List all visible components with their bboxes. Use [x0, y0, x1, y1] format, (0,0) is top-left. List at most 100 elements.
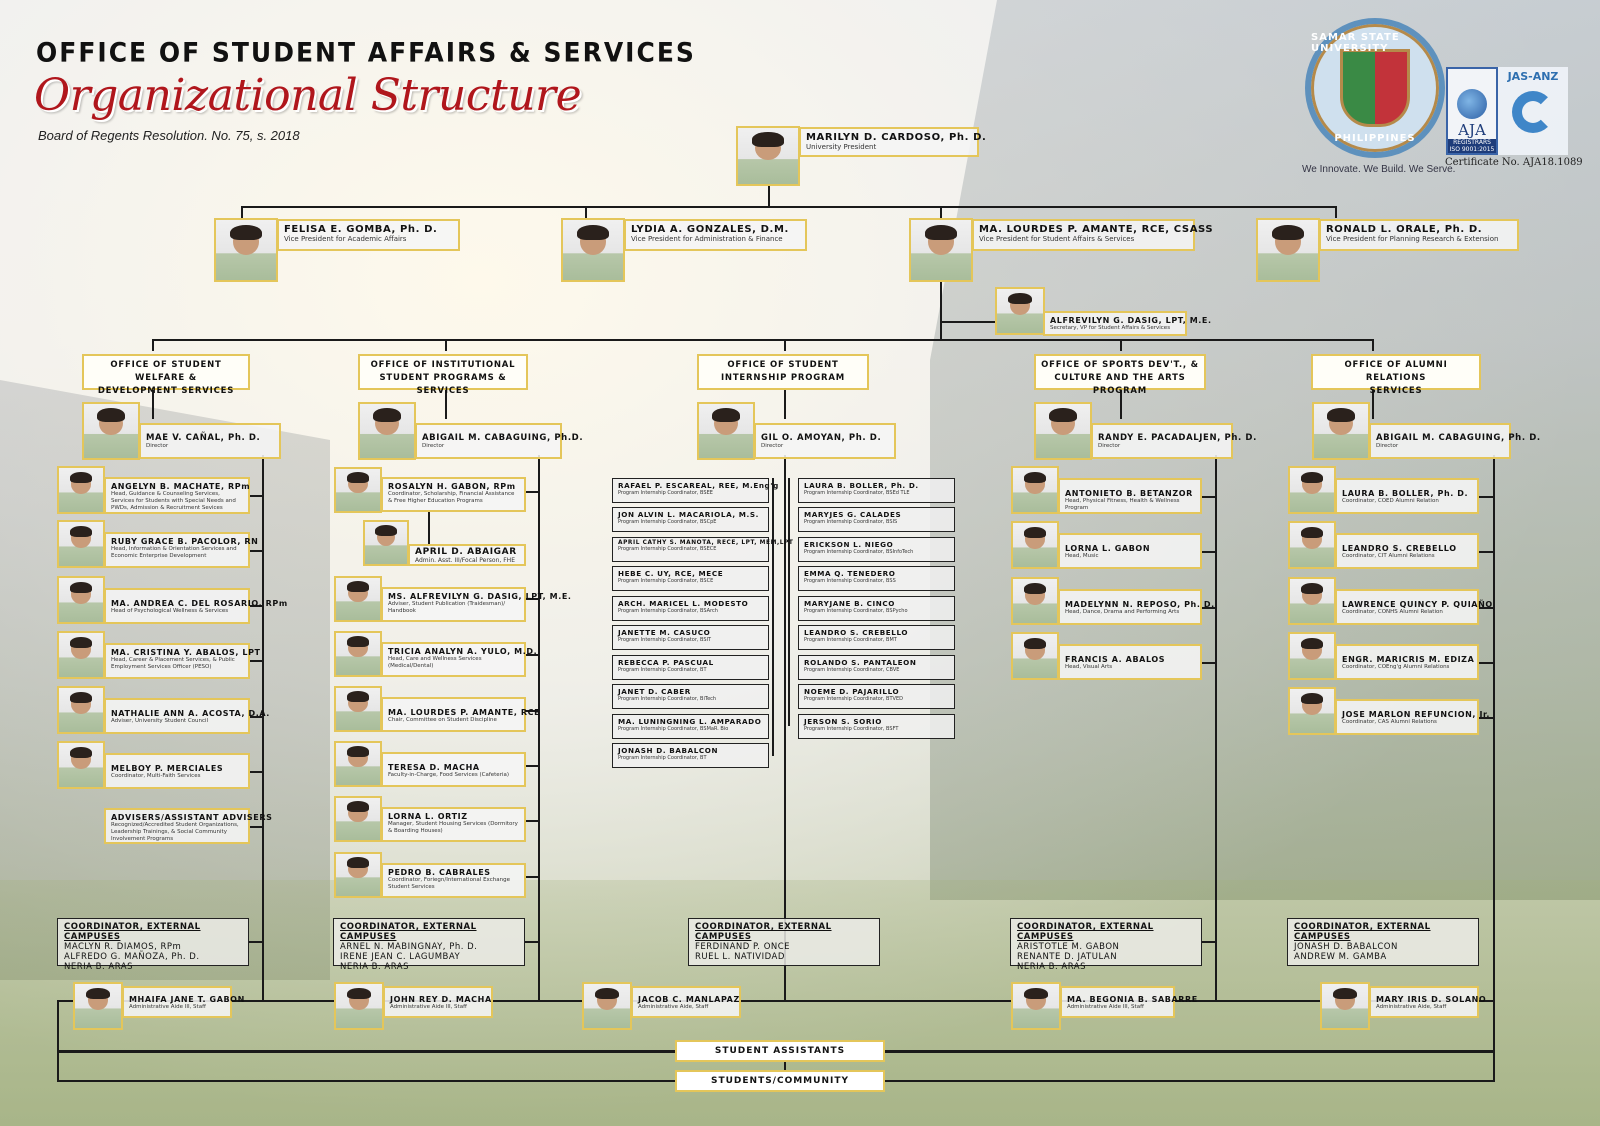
university-slogan: We Innovate. We Build. We Serve. [1302, 164, 1456, 175]
staff-name: TERESA D. MACHA [388, 763, 480, 772]
staff-role: Adviser, University Student Council [111, 718, 209, 724]
coordinator-name: MARYJANE B. CINCO [804, 599, 895, 608]
coordinator-role: Program Internship Coordinator, BSArch [618, 608, 718, 614]
coordinator-role: Program Internship Coordinator, BSIT [618, 637, 712, 643]
staff-role: Coordinator, CAS Alumni Relations [1342, 719, 1437, 725]
office-sports-culture-arts: OFFICE OF SPORTS DEV'T., & CULTURE AND T… [1034, 354, 1206, 396]
certificate-number: Certificate No. AJA18.1089 [1445, 157, 1583, 168]
aja-sub-label: REGISTRARS [1448, 139, 1496, 146]
external-campus-name: ARISTOTLE M. GABON [1017, 942, 1120, 952]
staff-name-box: JOSE MARLON REFUNCION, Jr. Coordinator, … [1335, 699, 1489, 735]
staff-role: Coordinator, COED Alumni Relation [1342, 498, 1439, 504]
external-campus-box: COORDINATOR, EXTERNAL CAMPUSES MACLYN R.… [57, 918, 249, 972]
external-campus-name: IRENE JEAN C. LAGUMBAY [340, 952, 461, 962]
staff-role: Head, Physical Fitness, Health & Wellnes… [1065, 498, 1180, 511]
office-title-line: OFFICE OF INSTITUTIONAL [370, 360, 516, 370]
staff-role: Faculty-in-Charge, Food Services (Cafete… [388, 772, 509, 778]
office-title-line: SERVICES [1369, 386, 1423, 396]
director-role: Director [761, 443, 784, 449]
aide-name: MARY IRIS D. SOLANO [1376, 995, 1487, 1004]
director-photo [697, 402, 755, 460]
director-role: Director [1376, 443, 1399, 449]
vp-name-box: RONALD L. ORALE, Ph. D. Vice President f… [1319, 219, 1519, 251]
external-campus-name: ALFREDO G. MAÑOZA, Ph. D. [64, 952, 200, 962]
vp-role: Vice President for Administration & Fina… [631, 235, 783, 243]
staff-role: Head, Music [1065, 553, 1099, 559]
staff-name-box: MS. ALFREVILYN G. DASIG, LPT, M.E. Advis… [381, 587, 571, 622]
staff-name-box: ROSALYN H. GABON, RPm Coordinator, Schol… [381, 477, 526, 512]
office-title-line: OFFICE OF STUDENT WELFARE & [110, 360, 222, 383]
staff-name: LORNA L. GABON [1065, 544, 1151, 553]
staff-name-box: MA. LOURDES P. AMANTE, RCE Chair, Commit… [381, 697, 540, 732]
external-campus-title: COORDINATOR, EXTERNAL CAMPUSES [64, 922, 201, 942]
external-campus-box: COORDINATOR, EXTERNAL CAMPUSES ARNEL N. … [333, 918, 525, 972]
staff-name: LEANDRO S. CREBELLO [1342, 544, 1457, 553]
vp-role: Vice President for Student Affairs & Ser… [979, 235, 1135, 243]
vp-name: MA. LOURDES P. AMANTE, RCE, CSASS [979, 224, 1214, 235]
vp-name-box: MA. LOURDES P. AMANTE, RCE, CSASS Vice P… [972, 219, 1214, 251]
staff-photo [334, 796, 382, 842]
vp-name: LYDIA A. GONZALES, D.M. [631, 224, 789, 235]
external-campus-name: RENANTE D. JATULAN [1017, 952, 1118, 962]
staff-name-box: LEANDRO S. CREBELLO Coordinator, CIT Alu… [1335, 533, 1479, 569]
staff-name-box: ANGELYN B. MACHATE, RPm Head, Guidance &… [104, 477, 250, 514]
coordinator-name: JERSON S. SORIO [804, 717, 882, 726]
staff-name: LAURA B. BOLLER, Ph. D. [1342, 489, 1469, 498]
globe-icon [1457, 89, 1487, 119]
staff-role: Coordinator, Scholarship, Financial Assi… [388, 491, 515, 504]
jas-anz-logo: JAS-ANZ [1498, 67, 1568, 155]
staff-role: Coordinator, CONHS Alumni Relation [1342, 609, 1443, 615]
staff-photo [334, 741, 382, 787]
staff-photo [57, 520, 105, 568]
coordinator-role: Program Internship Coordinator, CBVE [804, 667, 900, 673]
director-name: ABIGAIL M. CABAGUING, Ph.D. [422, 433, 584, 443]
coordinator-name: LEANDRO S. CREBELLO [804, 628, 909, 637]
coordinator-name: RAFAEL P. ESCAREAL, REE, M.Eng'g [618, 481, 779, 490]
staff-name: NATHALIE ANN A. ACOSTA, D.A. [111, 709, 270, 718]
director-name-box: ABIGAIL M. CABAGUING, Ph. D. Director [1369, 423, 1540, 459]
coordinator-name: REBECCA P. PASCUAL [618, 658, 714, 667]
seal-bottom-text: PHILIPPINES [1334, 133, 1416, 144]
coordinator-box: LAURA B. BOLLER, Ph. D.Program Internshi… [798, 478, 955, 503]
staff-role: Coordinator, Multi-Faith Services [111, 773, 201, 779]
aja-label: AJA [1458, 121, 1486, 139]
president-name: MARILYN D. CARDOSO, Ph. D. [806, 132, 987, 143]
coordinator-box: JON ALVIN L. MACARIOLA, M.S.Program Inte… [612, 507, 769, 532]
office-title-line: OFFICE OF STUDENT [727, 360, 839, 370]
staff-photo [334, 631, 382, 677]
staff-name-box: NATHALIE ANN A. ACOSTA, D.A. Adviser, Un… [104, 698, 270, 734]
students-community-box: STUDENTS/COMMUNITY [675, 1070, 885, 1092]
jas-anz-c-icon [1512, 91, 1554, 133]
coordinator-name: MARYJES G. CALADES [804, 510, 902, 519]
staff-photo [1288, 521, 1336, 569]
staff-role: Coordinator, CIT Alumni Relations [1342, 553, 1435, 559]
seal-top-text: SAMAR STATE UNIVERSITY [1311, 32, 1400, 54]
vp-role: Vice President for Academic Affairs [284, 235, 407, 243]
aide-role: Administrative Aide III, Staff [390, 1004, 467, 1010]
jas-anz-label: JAS-ANZ [1507, 70, 1559, 83]
advisers-box: ADVISERS/ASSISTANT ADVISERS Recognized/A… [104, 808, 272, 844]
staff-name: MADELYNN N. REPOSO, Ph. D. [1065, 600, 1215, 609]
staff-name: FRANCIS A. ABALOS [1065, 655, 1166, 664]
coordinator-role: Program Internship Coordinator, BSInfoTe… [804, 549, 914, 555]
coordinator-role: Program Internship Coordinator, BSCE [618, 578, 714, 584]
staff-role: Head, Guidance & Counseling Services, Se… [111, 491, 236, 511]
director-name-box: MAE V. CAÑAL, Ph. D. Director [139, 423, 281, 459]
staff-name: LAWRENCE QUINCY P. QUIAÑO [1342, 600, 1493, 609]
office-title-line: STUDENT PROGRAMS & SERVICES [379, 373, 507, 396]
coordinator-role: Program Internship Coordinator, BSCpE [618, 519, 717, 525]
staff-photo [334, 852, 382, 898]
aide-photo [1011, 982, 1061, 1030]
staff-role: Head, Dance, Drama and Performing Arts [1065, 609, 1180, 615]
staff-photo [1011, 632, 1059, 680]
secretary-photo [995, 287, 1045, 335]
staff-name: ANGELYN B. MACHATE, RPm [111, 482, 251, 491]
coordinator-role: Program Internship Coordinator, BSS [804, 578, 896, 584]
staff-name-box: APRIL D. ABAIGAR Admin. Asst. III/Focal … [408, 544, 526, 566]
coordinator-name: JANETTE M. CASUCO [618, 628, 711, 637]
